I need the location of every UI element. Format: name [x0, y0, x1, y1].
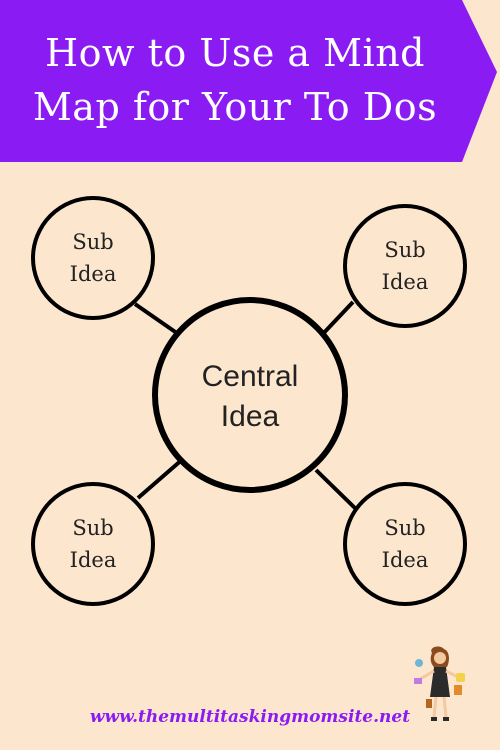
- multitasking-mom-logo-icon: [414, 646, 465, 721]
- sub-idea-label-top-left: Sub Idea: [69, 230, 117, 286]
- sub-idea-label-bottom-left: Sub Idea: [69, 516, 117, 572]
- connector-bottom-right: [314, 468, 359, 512]
- footer-website-link[interactable]: www.themultitaskingmomsite.net: [89, 707, 411, 727]
- sub-idea-node-top-right: [343, 204, 467, 328]
- title-line-1: How to Use a Mind: [44, 31, 426, 75]
- central-idea-label: Central Idea: [201, 360, 299, 433]
- title-line-2: Map for Your To Dos: [32, 85, 438, 129]
- page-title: How to Use a Mind Map for Your To Dos: [0, 26, 470, 134]
- connector-bottom-left: [136, 456, 186, 500]
- sub-idea-node-bottom-right: [343, 482, 467, 606]
- central-idea-node: [152, 297, 348, 493]
- sub-idea-node-bottom-left: [31, 482, 155, 606]
- banner-shape: [0, 0, 497, 162]
- title-banner: How to Use a Mind Map for Your To Dos: [0, 0, 500, 165]
- sub-idea-node-top-left: [31, 196, 155, 320]
- sub-idea-label-top-right: Sub Idea: [381, 238, 429, 294]
- sub-idea-label-bottom-right: Sub Idea: [381, 516, 429, 572]
